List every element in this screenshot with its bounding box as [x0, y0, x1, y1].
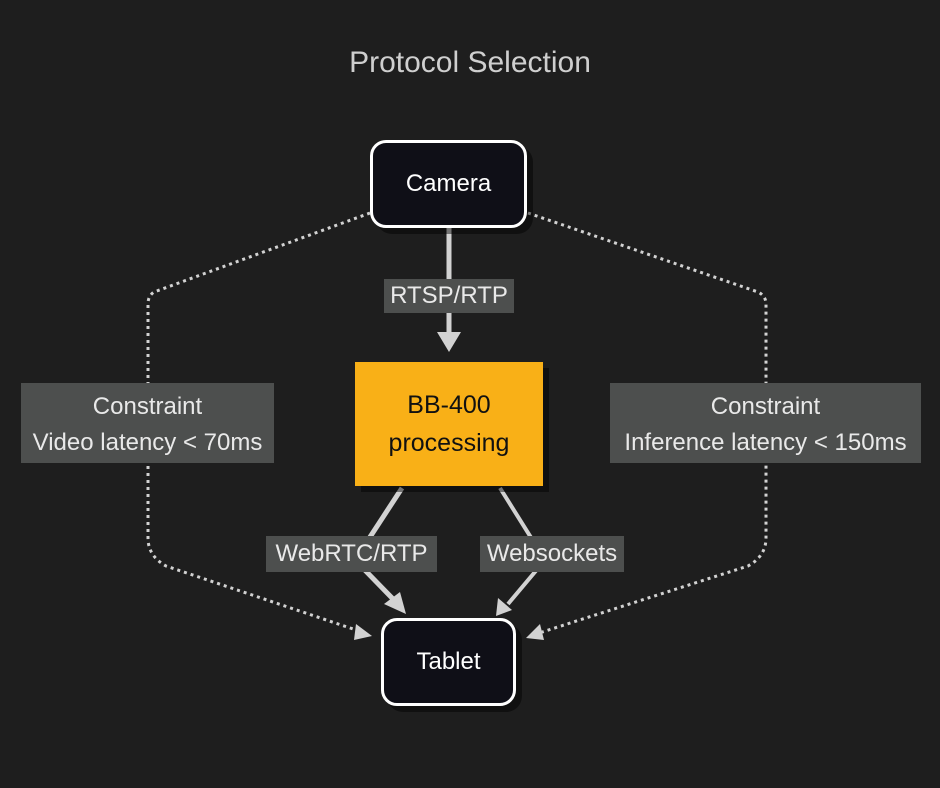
- diagram-title: Protocol Selection: [349, 46, 591, 79]
- arrowhead-camera-to-bb400: [437, 332, 461, 352]
- constraint-right-value: Inference latency < 150ms: [624, 429, 907, 456]
- bb400-node-label-line1: BB-400: [407, 391, 491, 419]
- constraint-label-right: Constraint Inference latency < 150ms: [610, 383, 921, 463]
- constraint-right-heading: Constraint: [710, 393, 821, 420]
- edge-label-webrtc-text: WebRTC/RTP: [275, 540, 428, 567]
- tablet-node-label: Tablet: [416, 648, 481, 675]
- edge-label-rtsp-text: RTSP/RTP: [390, 282, 508, 309]
- edge-label-websockets-text: Websockets: [486, 540, 618, 567]
- arrowhead-webrtc: [384, 592, 406, 614]
- edge-label-webrtc: WebRTC/RTP: [266, 536, 437, 572]
- bb400-processing-node: BB-400 processing: [355, 362, 543, 486]
- arrowhead-left-dotted: [354, 624, 372, 640]
- edge-camera-to-tablet-left-dotted: [146, 211, 371, 634]
- tablet-node: Tablet: [381, 618, 516, 706]
- constraint-left-heading: Constraint: [92, 393, 203, 420]
- camera-node-label: Camera: [405, 170, 492, 197]
- edge-label-rtsp: RTSP/RTP: [384, 279, 514, 313]
- bb400-node-label-line2: processing: [388, 429, 510, 457]
- arrowhead-websockets: [496, 598, 512, 616]
- camera-node: Camera: [370, 140, 527, 228]
- constraint-left-value: Video latency < 70ms: [32, 429, 263, 456]
- arrowhead-right-dotted: [526, 624, 544, 640]
- edge-camera-to-tablet-right-dotted: [527, 211, 768, 636]
- constraint-label-left: Constraint Video latency < 70ms: [21, 383, 274, 463]
- edge-label-websockets: Websockets: [480, 536, 624, 572]
